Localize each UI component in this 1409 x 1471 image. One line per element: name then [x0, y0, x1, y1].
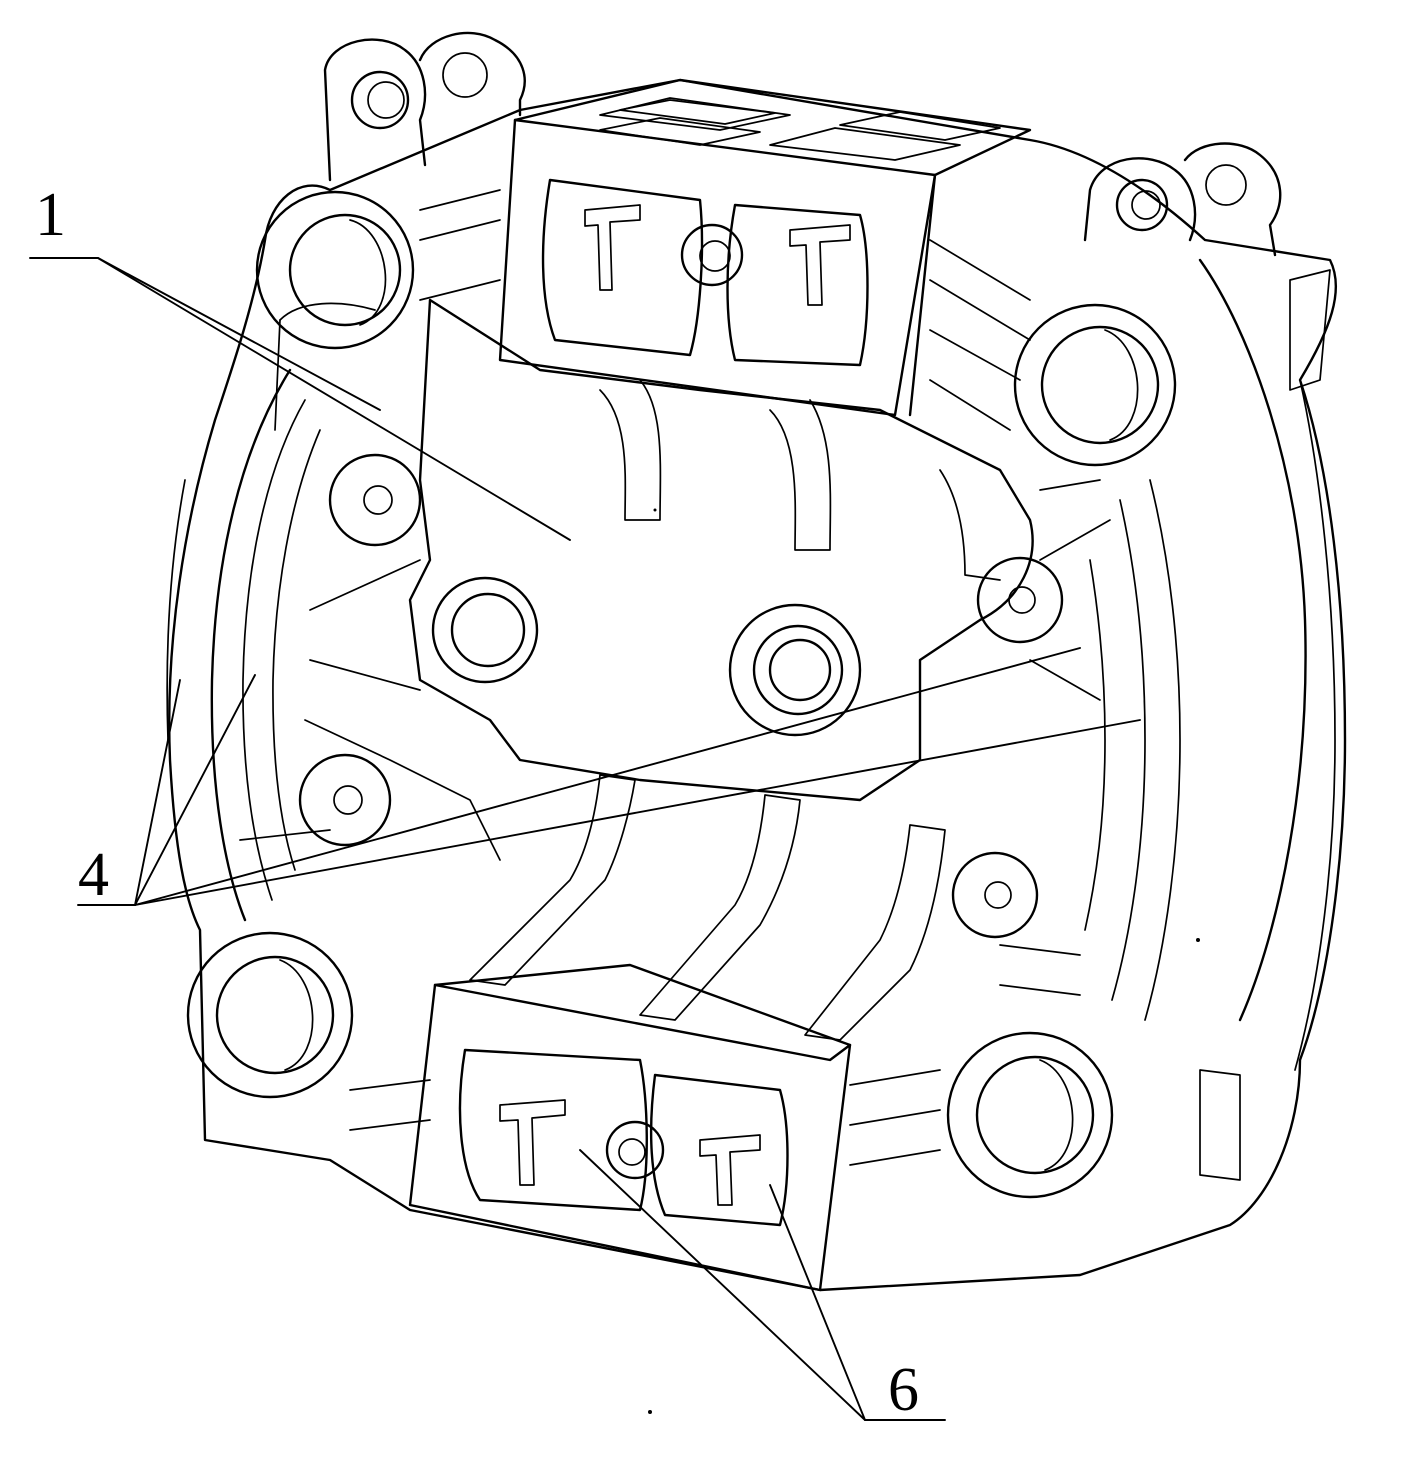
speck [653, 508, 657, 512]
label-1: 1 [35, 181, 66, 249]
top-terminal-box [498, 78, 1032, 417]
upper-ribs [599, 379, 1001, 581]
speck [1196, 938, 1200, 942]
speck [648, 1410, 652, 1414]
mounting-bosses [186, 190, 1177, 1199]
side-fins [239, 189, 1331, 1181]
label-6: 6 [888, 1356, 919, 1424]
bottom-terminal-box [408, 963, 852, 1292]
right-flange [1084, 258, 1307, 1022]
plate-holes [298, 453, 1064, 939]
left-flange [210, 368, 321, 922]
central-plate [304, 298, 1111, 861]
housing-outline [166, 78, 1347, 1292]
lower-ribs [469, 774, 946, 1041]
lifting-lugs [323, 31, 1282, 257]
label-4: 4 [78, 841, 109, 909]
leader-lines [29, 257, 1141, 1421]
